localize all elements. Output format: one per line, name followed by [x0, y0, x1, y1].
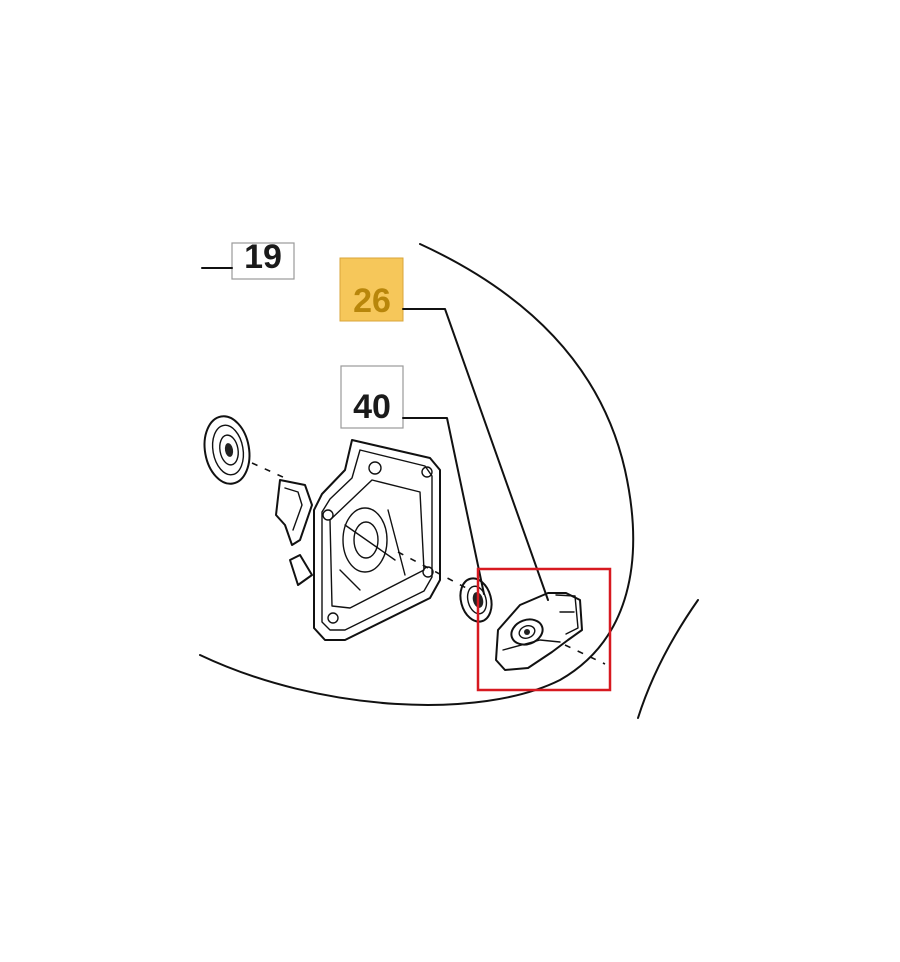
callout-26[interactable]: 26	[339, 257, 549, 601]
housing-outline	[199, 243, 699, 719]
selection-highlight-box	[476, 567, 612, 692]
callout-19-label: 19	[244, 238, 282, 276]
callout-19[interactable]: 19	[201, 238, 295, 280]
oil-seal-40	[459, 577, 493, 623]
leader-line-26	[402, 308, 549, 601]
callout-26-label: 26	[353, 282, 391, 320]
crankcase-half	[275, 439, 441, 641]
pump-bracket-26	[495, 592, 583, 671]
callout-40-label: 40	[353, 388, 391, 426]
callout-40[interactable]: 40	[340, 365, 485, 595]
leader-line-40	[402, 417, 485, 595]
bearing-left	[203, 415, 251, 485]
